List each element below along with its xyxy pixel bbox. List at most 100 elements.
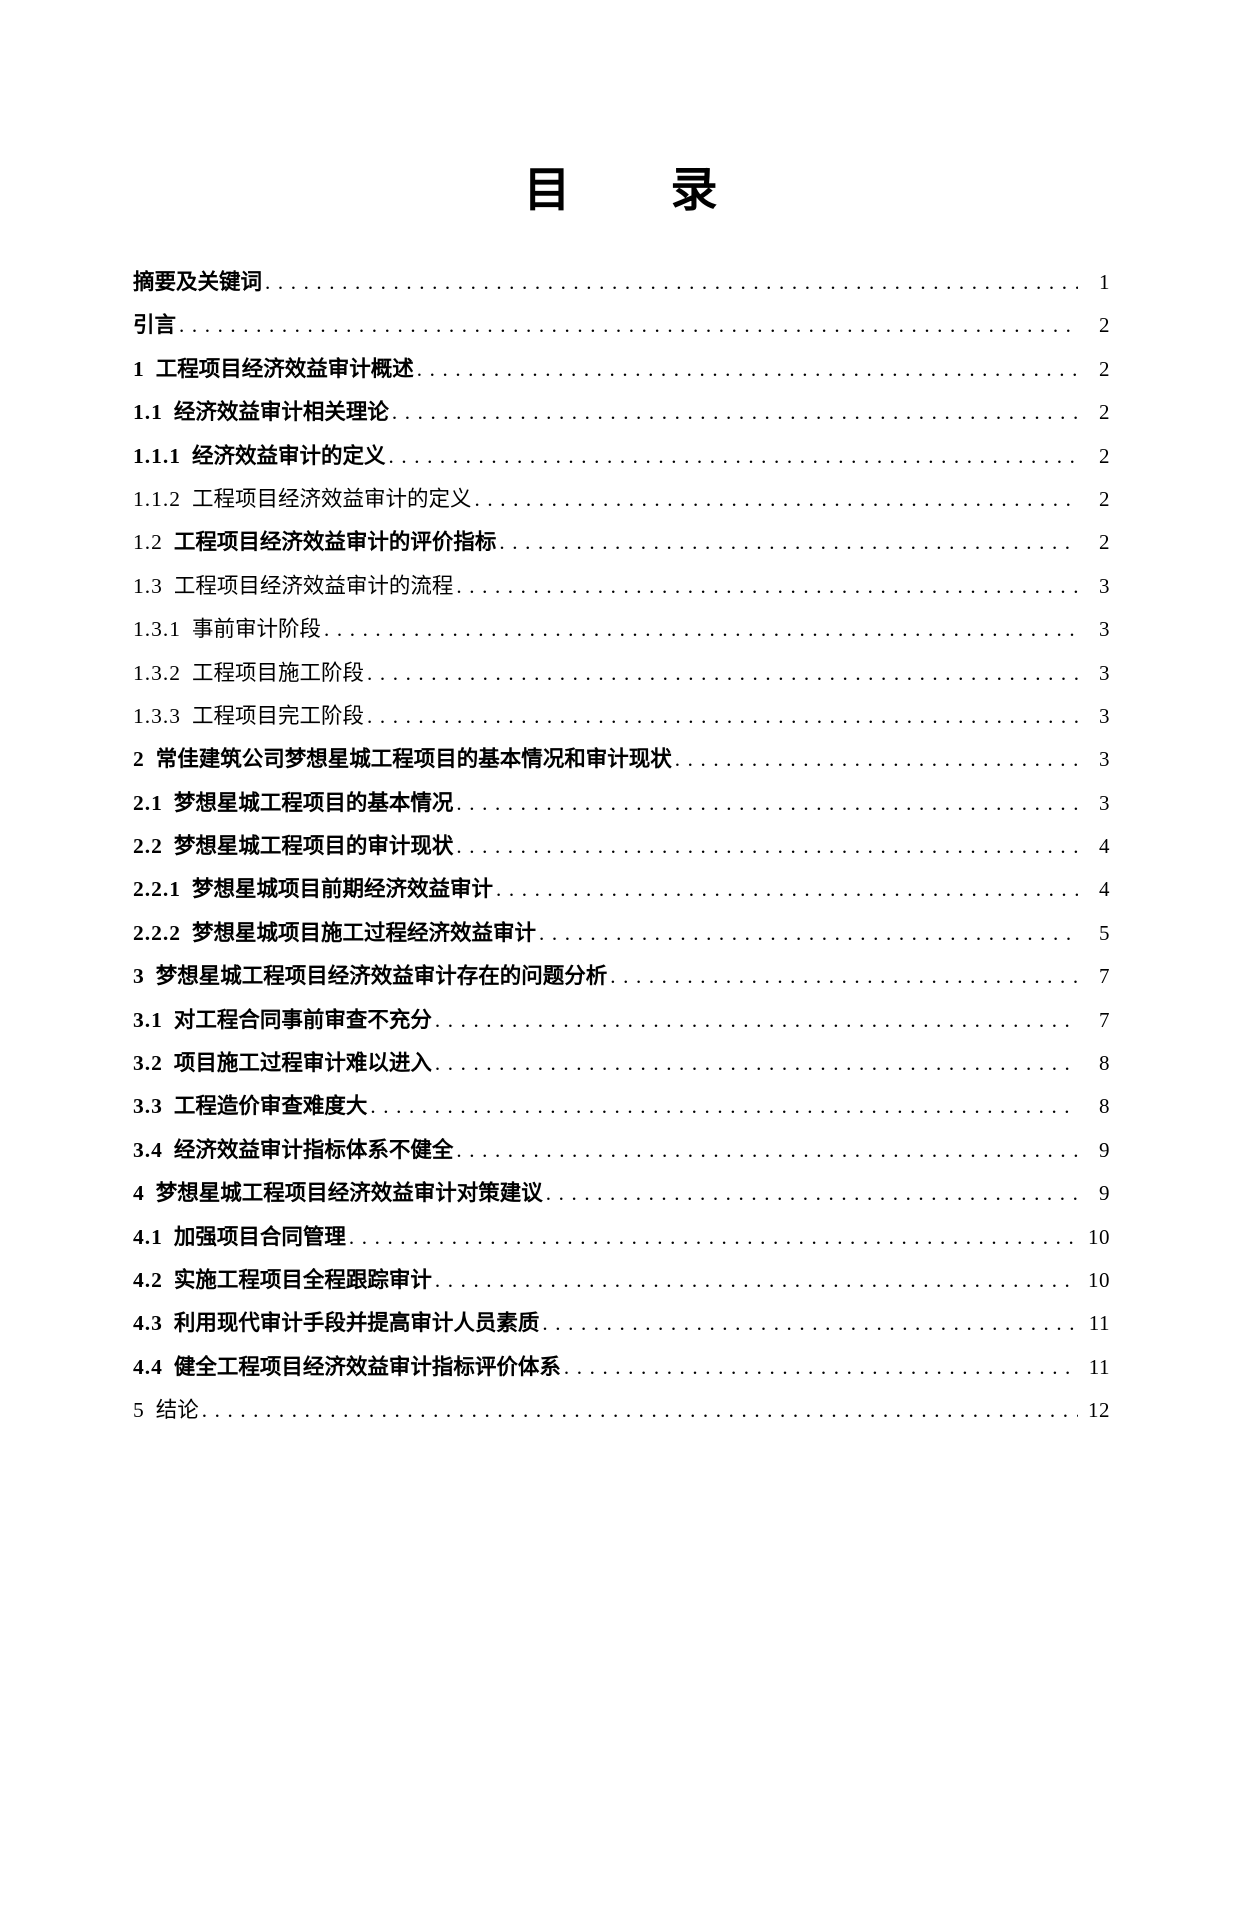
toc-entry[interactable]: 1工程项目经济效益审计概述2: [133, 348, 1110, 391]
toc-entry-title: 梦想星城项目前期经济效益审计: [192, 877, 494, 902]
toc-entry-title: 实施工程项目全程跟踪审计: [173, 1267, 432, 1292]
toc-entry-page-number: 3: [1099, 573, 1110, 598]
toc-entry[interactable]: 1.2工程项目经济效益审计的评价指标2: [133, 521, 1110, 564]
toc-entry[interactable]: 4.1 加强项目合同管理 10: [133, 1216, 1110, 1259]
toc-entry-number: 2.1: [133, 790, 163, 815]
dotted-leader: [202, 1389, 1078, 1432]
toc-entry[interactable]: 1.3.3工程项目完工阶段3: [133, 695, 1110, 738]
toc-entry-page-number: 1: [1099, 270, 1110, 294]
toc-entry[interactable]: 5 结论 12: [133, 1389, 1110, 1432]
toc-entry-title: 加强项目合同管理: [173, 1224, 346, 1249]
dotted-leader: [370, 1085, 1078, 1128]
toc-entry-page-number: 3: [1099, 660, 1110, 685]
dotted-leader: [435, 1259, 1078, 1302]
toc-entry-page-number: 3: [1099, 790, 1110, 815]
dotted-leader: [392, 391, 1078, 434]
toc-entry-number: 2.2.2: [133, 920, 181, 945]
toc-entry[interactable]: 3.3工程造价审查难度大8: [133, 1085, 1110, 1128]
toc-entry[interactable]: 3.1对工程合同事前审查不充分7: [133, 999, 1110, 1042]
toc-entry[interactable]: 1.1.2工程项目经济效益审计的定义2: [133, 478, 1110, 521]
toc-entry-title: 对工程合同事前审查不充分: [173, 1007, 432, 1032]
toc-entry-page-number: 12: [1088, 1398, 1110, 1423]
toc-entry[interactable]: 4梦想星城工程项目经济效益审计对策建议9: [133, 1172, 1110, 1215]
toc-entry-number: 3.2: [133, 1051, 163, 1076]
toc-entry[interactable]: 1.3 工程项目经济效益审计的流程 3: [133, 565, 1110, 608]
toc-entry-title: 结论: [155, 1398, 199, 1423]
toc-entry[interactable]: 2.2.2梦想星城项目施工过程经济效益审计5: [133, 912, 1110, 955]
toc-entry-page-number: 7: [1099, 1007, 1110, 1032]
toc-entry[interactable]: 4.4健全工程项目经济效益审计指标评价体系11: [133, 1346, 1110, 1389]
dotted-leader: [456, 782, 1078, 825]
toc-page: 目 录 摘要及关键词1引言21工程项目经济效益审计概述21.1经济效益审计相关理…: [0, 168, 1240, 1922]
toc-entry-title: 摘要及关键词: [133, 270, 263, 294]
dotted-leader: [499, 521, 1078, 564]
dotted-leader: [546, 1172, 1078, 1215]
toc-entry-number: 1.1.1: [133, 443, 181, 468]
toc-entry-page-number: 3: [1099, 747, 1110, 772]
toc-entry-title: 工程项目经济效益审计的评价指标: [173, 530, 497, 555]
toc-entry-title: 引言: [133, 313, 177, 338]
toc-entry-number: 2: [133, 747, 145, 772]
toc-entry-title: 经济效益审计相关理论: [173, 400, 389, 425]
toc-entry-page-number: 4: [1099, 877, 1110, 902]
toc-entry-number: 2.2.1: [133, 877, 181, 902]
toc-entry-number: 1.3.2: [133, 660, 181, 685]
dotted-leader: [349, 1216, 1078, 1259]
toc-entry-title: 利用现代审计手段并提高审计人员素质: [173, 1311, 540, 1336]
dotted-leader: [389, 435, 1078, 478]
toc-entry[interactable]: 2常佳建筑公司梦想星城工程项目的基本情况和审计现状3: [133, 738, 1110, 781]
toc-entry-title: 工程项目施工阶段: [192, 660, 365, 685]
toc-entry-number: 4.2: [133, 1267, 163, 1292]
toc-entry-title: 工程项目完工阶段: [192, 703, 365, 728]
toc-entry-page-number: 11: [1088, 1311, 1110, 1336]
dotted-leader: [475, 478, 1078, 521]
dotted-leader: [324, 608, 1078, 651]
dotted-leader: [179, 304, 1078, 347]
toc-entry-title: 梦想星城工程项目经济效益审计存在的问题分析: [155, 964, 608, 989]
toc-entry[interactable]: 2.2梦想星城工程项目的审计现状4: [133, 825, 1110, 868]
dotted-leader: [675, 738, 1078, 781]
toc-entry[interactable]: 4.2 实施工程项目全程跟踪审计 10: [133, 1259, 1110, 1302]
toc-entry[interactable]: 引言 2: [133, 304, 1110, 347]
toc-entry-number: 4.1: [133, 1224, 163, 1249]
toc-entry-number: 3.3: [133, 1094, 163, 1119]
dotted-leader: [539, 912, 1078, 955]
toc-entry-title: 工程项目经济效益审计概述: [155, 356, 414, 381]
toc-entry-number: 3: [133, 964, 145, 989]
toc-entry[interactable]: 2.1梦想星城工程项目的基本情况3: [133, 782, 1110, 825]
toc-entry[interactable]: 摘要及关键词 1: [133, 261, 1110, 304]
toc-entry-number: 4.4: [133, 1354, 163, 1379]
toc-entry[interactable]: 1.1经济效益审计相关理论2: [133, 391, 1110, 434]
toc-entry-title: 经济效益审计的定义: [192, 443, 386, 468]
toc-entry-title: 工程项目经济效益审计的定义: [192, 486, 472, 511]
toc-entry-number: 1.3.3: [133, 703, 181, 728]
dotted-leader: [564, 1346, 1078, 1389]
toc-entry[interactable]: 3.4经济效益审计指标体系不健全9: [133, 1129, 1110, 1172]
toc-entry-number: 1.2: [133, 530, 163, 555]
dotted-leader: [456, 1129, 1078, 1172]
toc-entry-page-number: 2: [1099, 400, 1110, 425]
toc-entry[interactable]: 1.3.2 工程项目施工阶段 3: [133, 652, 1110, 695]
toc-entry-number: 1.3: [133, 573, 163, 598]
toc-entry-page-number: 2: [1099, 313, 1110, 338]
toc-entry-title: 工程项目经济效益审计的流程: [173, 573, 454, 598]
toc-entry-page-number: 10: [1088, 1224, 1110, 1249]
toc-list: 摘要及关键词1引言21工程项目经济效益审计概述21.1经济效益审计相关理论21.…: [133, 261, 1110, 1433]
toc-entry[interactable]: 1.1.1 经济效益审计的定义 2: [133, 435, 1110, 478]
toc-entry[interactable]: 3梦想星城工程项目经济效益审计存在的问题分析7: [133, 955, 1110, 998]
dotted-leader: [496, 868, 1078, 911]
toc-entry-number: 1.3.1: [133, 617, 181, 642]
toc-entry-page-number: 2: [1099, 443, 1110, 468]
toc-entry-number: 4: [133, 1181, 145, 1206]
dotted-leader: [417, 348, 1078, 391]
toc-entry[interactable]: 3.2项目施工过程审计难以进入8: [133, 1042, 1110, 1085]
dotted-leader: [435, 999, 1078, 1042]
toc-entry-number: 2.2: [133, 834, 163, 859]
toc-entry[interactable]: 1.3.1事前审计阶段3: [133, 608, 1110, 651]
toc-entry-page-number: 9: [1099, 1137, 1110, 1162]
toc-entry-number: 5: [133, 1398, 145, 1423]
toc-entry-number: 4.3: [133, 1311, 163, 1336]
toc-entry[interactable]: 4.3 利用现代审计手段并提高审计人员素质 11: [133, 1302, 1110, 1345]
toc-entry-page-number: 10: [1088, 1267, 1110, 1292]
toc-entry[interactable]: 2.2.1 梦想星城项目前期经济效益审计 4: [133, 868, 1110, 911]
